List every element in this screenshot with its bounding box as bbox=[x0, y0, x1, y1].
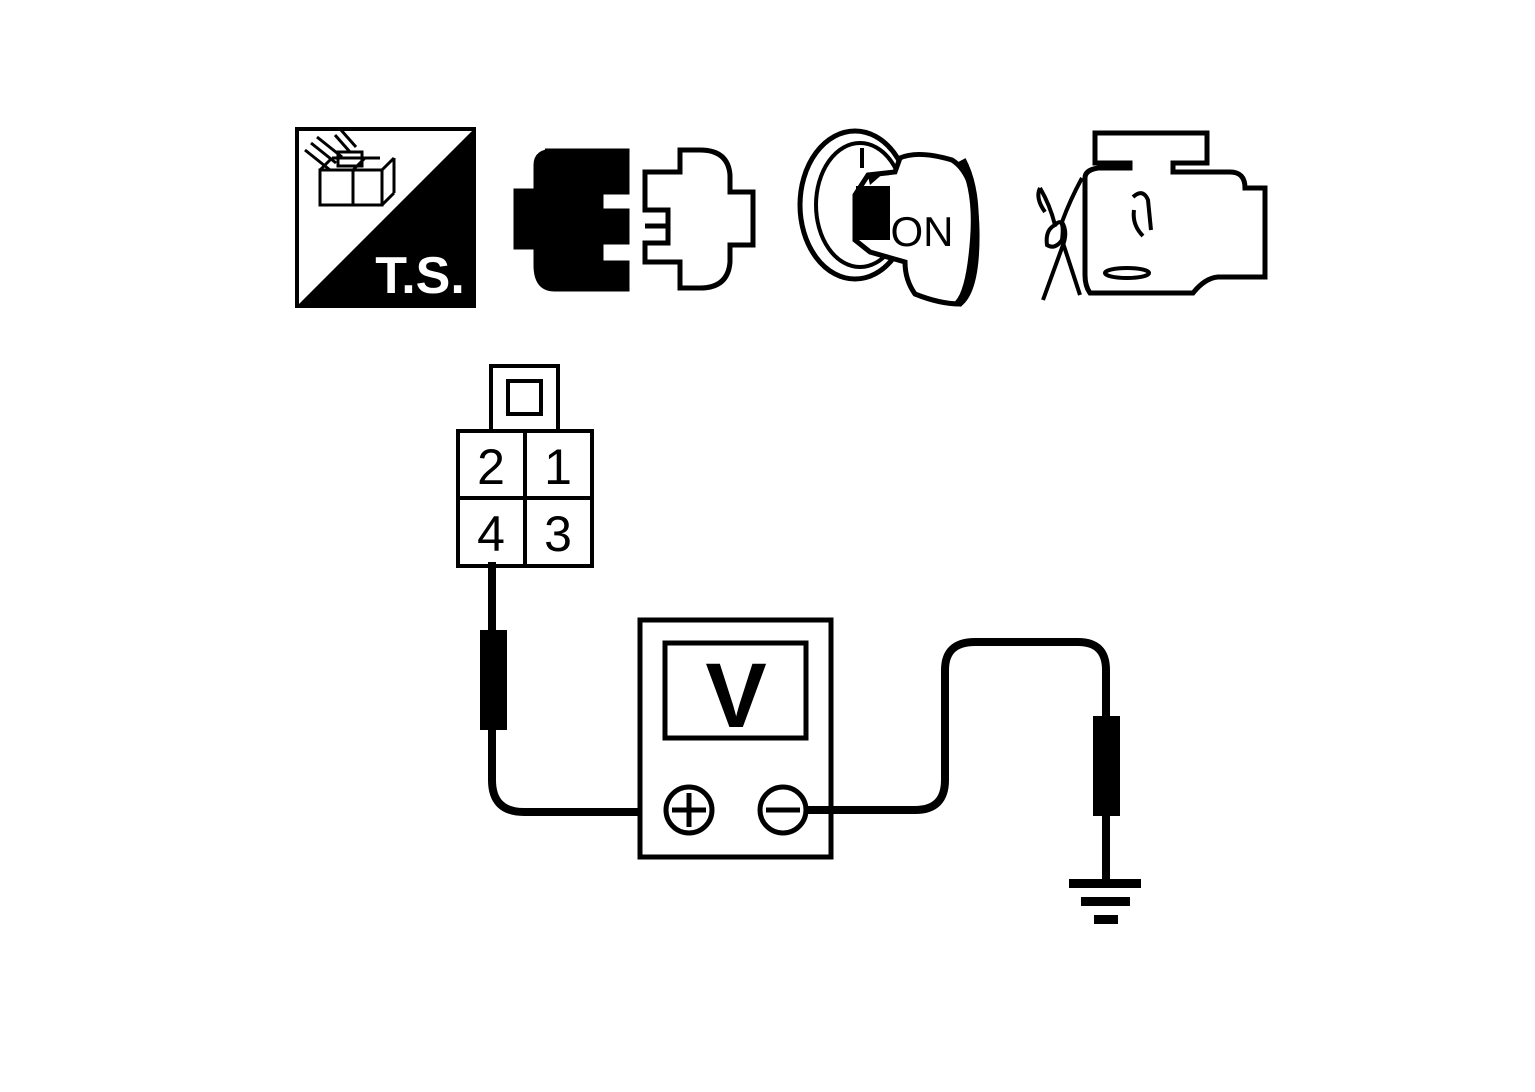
pin-3: 3 bbox=[544, 506, 572, 562]
engine-stopped-icon bbox=[1036, 130, 1268, 301]
voltmeter-display: V bbox=[705, 645, 766, 747]
ignition-key-on-icon: ON bbox=[797, 128, 980, 307]
pin-2: 2 bbox=[477, 439, 505, 495]
positive-probe-lead bbox=[480, 562, 665, 816]
ignition-on-label: ON bbox=[891, 208, 954, 255]
disconnected-connector-icon bbox=[513, 147, 756, 292]
terminal-side-icon: T.S. bbox=[295, 127, 476, 308]
connector-face: 2 1 4 3 bbox=[456, 364, 594, 568]
negative-probe-lead bbox=[806, 638, 1120, 880]
terminal-side-label: T.S. bbox=[375, 247, 465, 305]
pin-4: 4 bbox=[477, 506, 505, 562]
pin-1: 1 bbox=[544, 439, 572, 495]
ground-symbol-icon bbox=[1069, 879, 1141, 924]
voltmeter-icon: V bbox=[637, 617, 834, 860]
